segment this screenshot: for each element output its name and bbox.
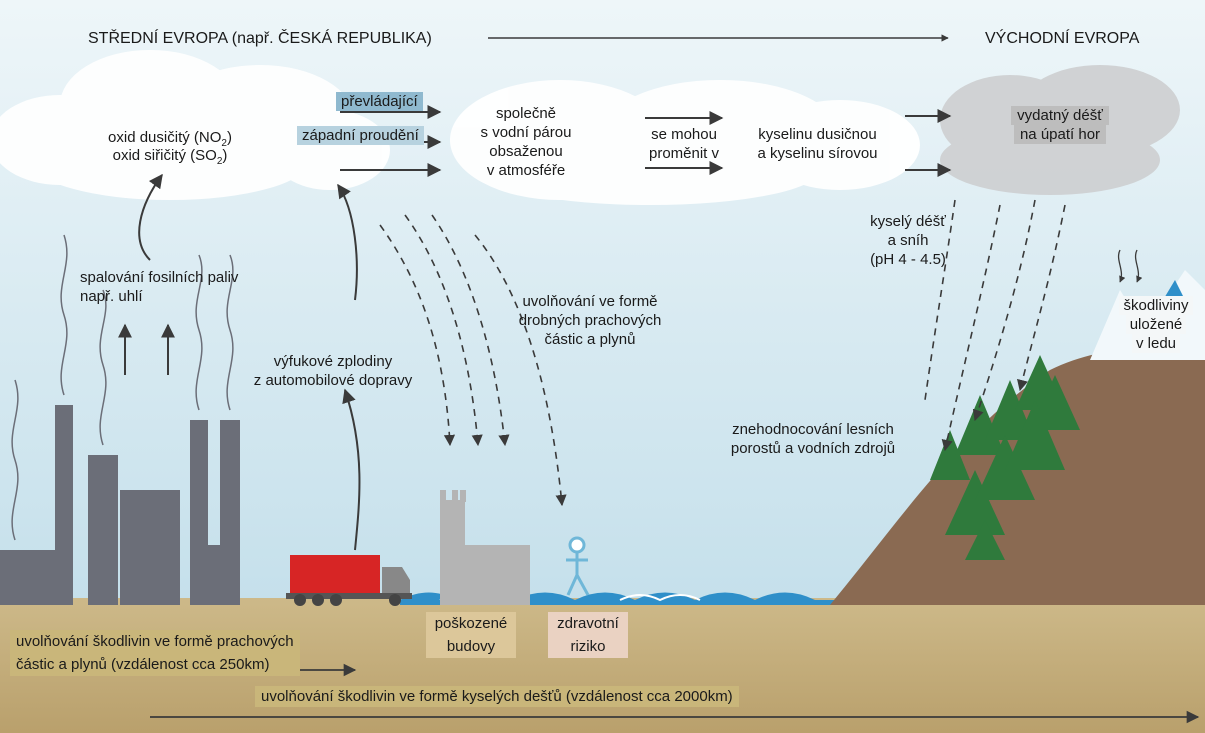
arrow-truck-up bbox=[342, 388, 361, 551]
smoke bbox=[11, 234, 234, 541]
label-prevailing-2: západní proudění bbox=[297, 126, 424, 145]
label-buildings: poškozené budovy bbox=[426, 612, 516, 658]
label-ice: škodliviny uložené v ledu bbox=[1110, 296, 1202, 353]
arrow-exhaust-up bbox=[337, 183, 358, 301]
label-release-acid: uvolňování škodlivin ve formě kyselých d… bbox=[255, 686, 739, 707]
label-health: zdravotní riziko bbox=[548, 612, 628, 658]
fallout-arrow-3 bbox=[431, 214, 510, 447]
acid-rain-4 bbox=[1017, 204, 1066, 392]
label-prevailing-1: převládající bbox=[336, 92, 423, 111]
label-so2: oxid siřičitý (SO2) bbox=[112, 147, 228, 167]
forest bbox=[930, 355, 1080, 560]
label-transform: se mohou proměnit v bbox=[648, 126, 720, 162]
header-eastern-europe: VÝCHODNÍ EVROPA bbox=[985, 30, 1140, 47]
acid-rain-3 bbox=[972, 199, 1036, 422]
person bbox=[566, 536, 590, 596]
acid-rain-2 bbox=[941, 204, 1001, 452]
label-together: společně s vodní párou obsaženou v atmos… bbox=[480, 105, 572, 179]
truck bbox=[286, 555, 412, 606]
label-release-dust: uvolňování škodlivin ve formě prachových… bbox=[10, 630, 300, 676]
label-exhaust: výfukové zplodiny z automobilové dopravy bbox=[253, 353, 413, 389]
header-central-europe: STŘEDNÍ EVROPA (např. ČESKÁ REPUBLIKA) bbox=[88, 30, 432, 47]
factory bbox=[0, 405, 240, 605]
label-fossil-fuel: spalování fosilních paliv např. uhlí bbox=[80, 269, 239, 305]
fallout-arrow-2 bbox=[404, 214, 483, 447]
arrow-fossil-up bbox=[138, 173, 163, 261]
building bbox=[440, 490, 530, 605]
label-acids: kyselinu dusičnou a kyselinu sírovou bbox=[757, 126, 878, 162]
label-forest: znehodnocování lesních porostů a vodních… bbox=[730, 421, 896, 457]
cloud-middle bbox=[450, 80, 920, 205]
label-acid-rain: kyselý déšť a sníh (pH 4 - 4.5) bbox=[870, 213, 946, 268]
label-no2: oxid dusičitý (NO2) bbox=[108, 129, 232, 149]
ice-squiggles bbox=[1117, 249, 1143, 283]
fallout-arrow-1 bbox=[379, 224, 456, 447]
fallout-arrow-4 bbox=[474, 234, 567, 507]
label-heavy-rain: vydatný déšť na úpatí hor bbox=[985, 106, 1135, 144]
label-particles: uvolňování ve formě drobných prachových … bbox=[518, 293, 662, 348]
